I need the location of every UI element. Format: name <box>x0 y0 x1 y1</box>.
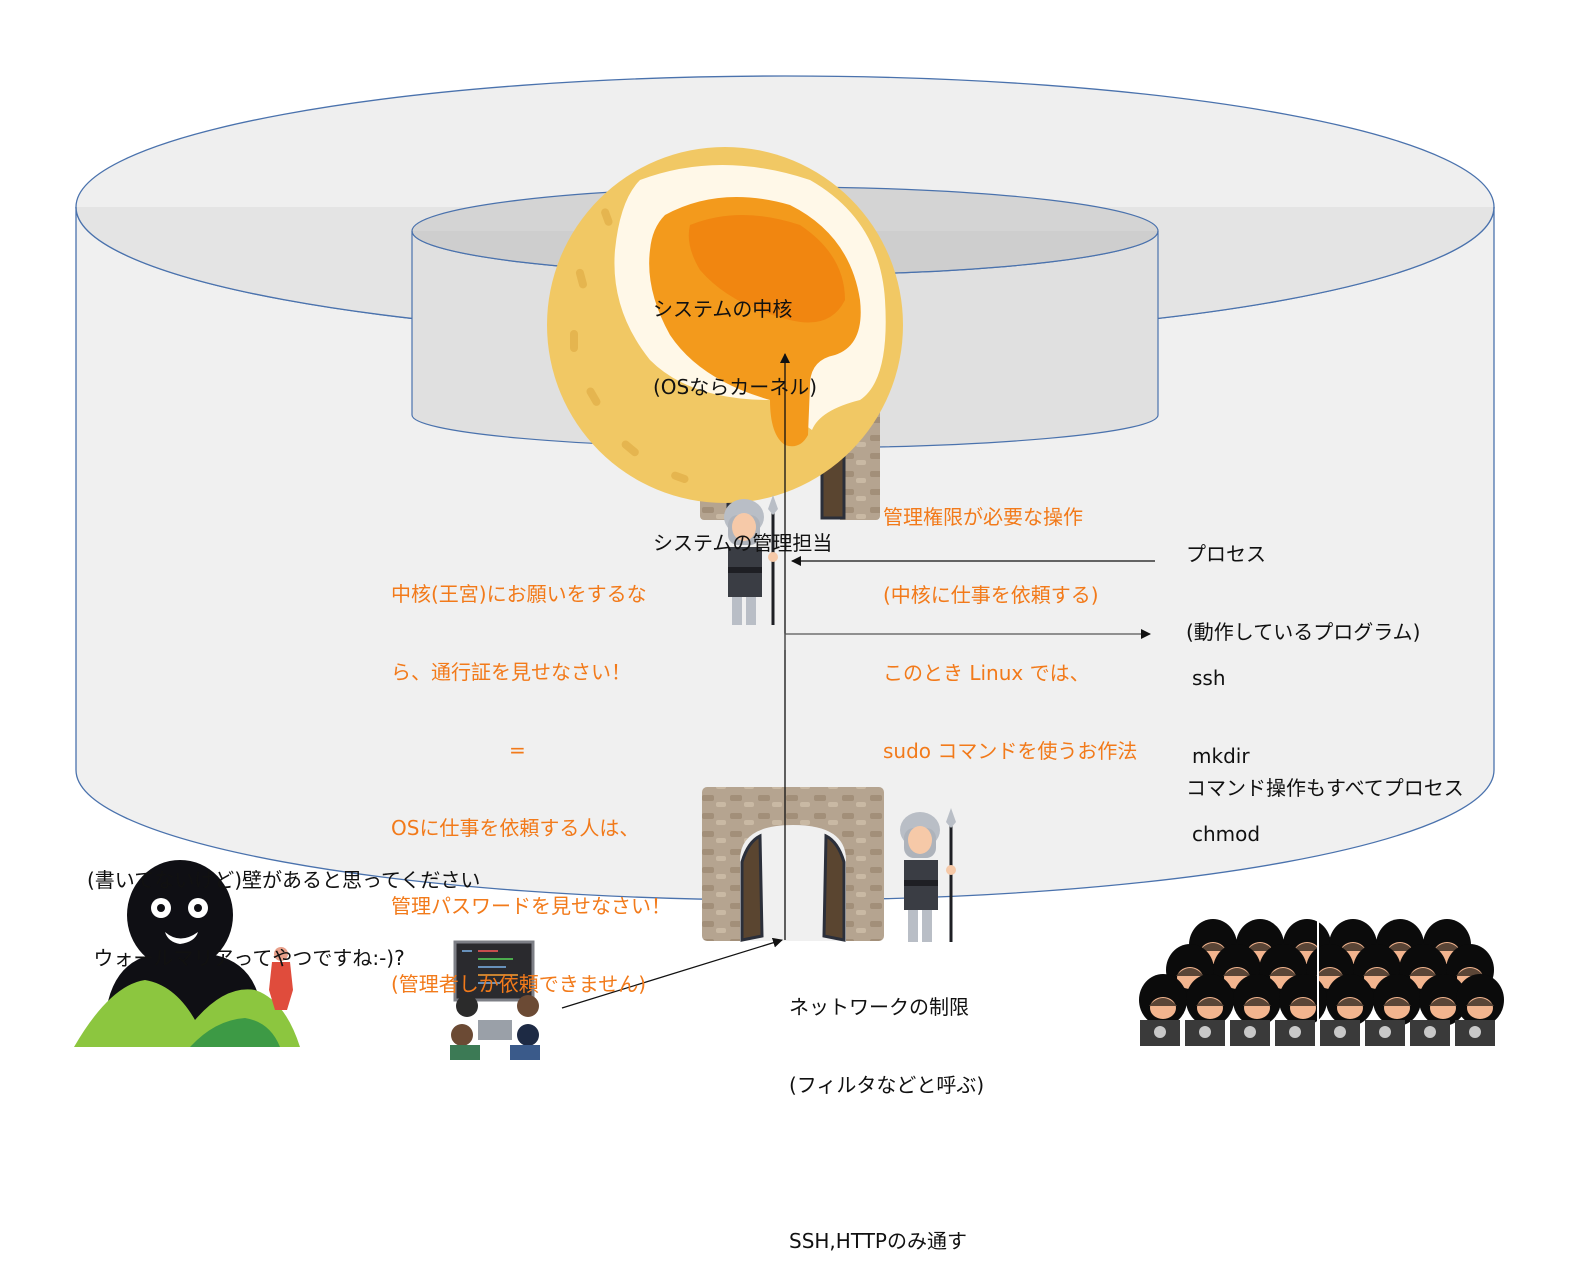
arrow-developers-to-gate <box>561 937 783 1009</box>
arrows <box>561 353 1155 1009</box>
wall-note-line: (書いてないけど)壁があると思ってください <box>87 868 481 892</box>
guard-note-line: = <box>509 738 526 762</box>
process-label-line: コマンド操作もすべてプロセス <box>1186 776 1464 800</box>
kernel-label-line <box>653 452 832 478</box>
process-label-line: (動作しているプログラム) <box>1186 620 1421 644</box>
command-item: chmod <box>1192 822 1261 846</box>
kernel-label: システムの中核 (OSならカーネル) システムの管理担当 <box>653 244 832 582</box>
kernel-label-line: システムの中核 <box>653 297 793 321</box>
hacker-figure <box>1279 974 1327 1026</box>
guard-note-line: ら、通行証を見せなさい！ <box>391 660 631 684</box>
hacker-figure <box>1419 974 1467 1026</box>
privileged-op-line: 管理権限が必要な操作 <box>883 505 1083 529</box>
network-label: ネットワークの制限 (フィルタなどと呼ぶ) SSH,HTTPのみ通す <box>789 942 984 1280</box>
skull-icon <box>1199 1026 1211 1038</box>
hacker-figure <box>1233 974 1281 1026</box>
skull-icon <box>1154 1026 1166 1038</box>
network-label-line <box>789 1150 984 1176</box>
privileged-op-line: (中核に仕事を依頼する) <box>883 583 1099 607</box>
hacker-figure <box>1373 974 1421 1026</box>
process-label: プロセス (動作しているプログラム) コマンド操作もすべてプロセス <box>1186 489 1464 827</box>
privileged-op-line: sudo コマンドを使うお作法 <box>883 739 1138 763</box>
privileged-op-label: 管理権限が必要な操作 (中核に仕事を依頼する) このとき Linux では、 s… <box>883 452 1137 790</box>
guard-note-line: (管理者しか依頼できません) <box>391 972 647 996</box>
skull-icon <box>1334 1026 1346 1038</box>
guard-note-line: OSに仕事を依頼する人は、 <box>391 816 640 840</box>
hacker-figure <box>1139 974 1187 1026</box>
skull-icon <box>1379 1026 1391 1038</box>
skull-icon <box>1244 1026 1256 1038</box>
process-label-line: プロセス <box>1186 542 1266 566</box>
network-label-line: SSH,HTTPのみ通す <box>789 1229 967 1253</box>
wall-note-label: (書いてないけど)壁があると思ってください ウォールマリアってやつですね:-)? <box>87 815 480 997</box>
hacker-crowd-icon <box>1139 915 1504 1050</box>
outer-castle-gate-icon <box>702 787 884 942</box>
hacker-figure <box>1186 974 1234 1026</box>
diagram-canvas <box>74 75 1504 1060</box>
inner-guard-soldier-icon <box>724 495 778 625</box>
outer-guard-soldier-icon <box>900 808 956 942</box>
guard-note-line: 中核(王宮)にお願いをするな <box>391 582 647 606</box>
guard-note-line: 管理パスワードを見せなさい！ <box>391 894 671 918</box>
command-item: ssh <box>1192 666 1226 690</box>
wall-note-line: ウォールマリアってやつですね:-)? <box>87 946 405 970</box>
titan-over-hill-icon <box>74 860 300 1047</box>
arrow-to-process <box>784 629 1151 650</box>
network-label-line: ネットワークの制限 <box>789 995 969 1019</box>
skull-icon <box>1289 1026 1301 1038</box>
command-list: ssh mkdir chmod <box>1192 613 1260 873</box>
hacker-figure <box>1456 974 1504 1026</box>
guard-note-label: 中核(王宮)にお願いをするな ら、通行証を見せなさい！ = OSに仕事を依頼する… <box>391 529 671 1023</box>
kernel-label-line: システムの管理担当 <box>653 531 833 555</box>
developer-team-icon <box>450 940 540 1060</box>
skull-icon <box>1424 1026 1436 1038</box>
privileged-op-line: このとき Linux では、 <box>883 661 1090 685</box>
muscle-figure-icon <box>269 947 293 1010</box>
skull-icon <box>1469 1026 1481 1038</box>
command-item: mkdir <box>1192 744 1250 768</box>
hacker-figure <box>1326 974 1374 1026</box>
kernel-label-line: (OSならカーネル) <box>653 375 818 399</box>
scotch-egg-icon <box>547 147 903 503</box>
network-label-line: (フィルタなどと呼ぶ) <box>789 1073 985 1097</box>
